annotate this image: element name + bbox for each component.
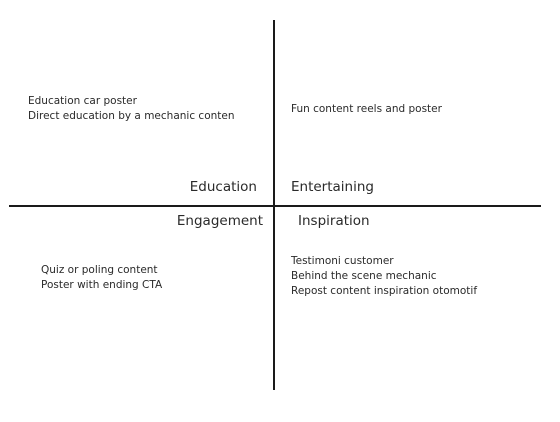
list-item: Education car poster: [28, 95, 137, 107]
engagement-items: Quiz or poling content Poster with endin…: [41, 263, 162, 293]
heading-education: Education: [189, 179, 257, 195]
entertaining-items: Fun content reels and poster: [291, 102, 442, 117]
inspiration-items: Testimoni customer Behind the scene mech…: [291, 254, 477, 299]
list-item: Repost content inspiration otomotif: [291, 285, 478, 297]
list-item: Poster with ending CTA: [41, 279, 163, 291]
list-item: Testimoni customer: [291, 255, 394, 267]
heading-engagement: Engagement: [176, 213, 263, 229]
heading-entertaining: Entertaining: [291, 179, 374, 195]
education-items: Education car poster Direct education by…: [28, 94, 235, 124]
heading-inspiration: Inspiration: [298, 213, 370, 229]
list-item: Fun content reels and poster: [291, 103, 442, 115]
horizontal-axis: [9, 205, 541, 207]
list-item: Direct education by a mechanic conten: [28, 110, 235, 122]
list-item: Behind the scene mechanic: [291, 270, 437, 282]
list-item: Quiz or poling content: [41, 264, 158, 276]
